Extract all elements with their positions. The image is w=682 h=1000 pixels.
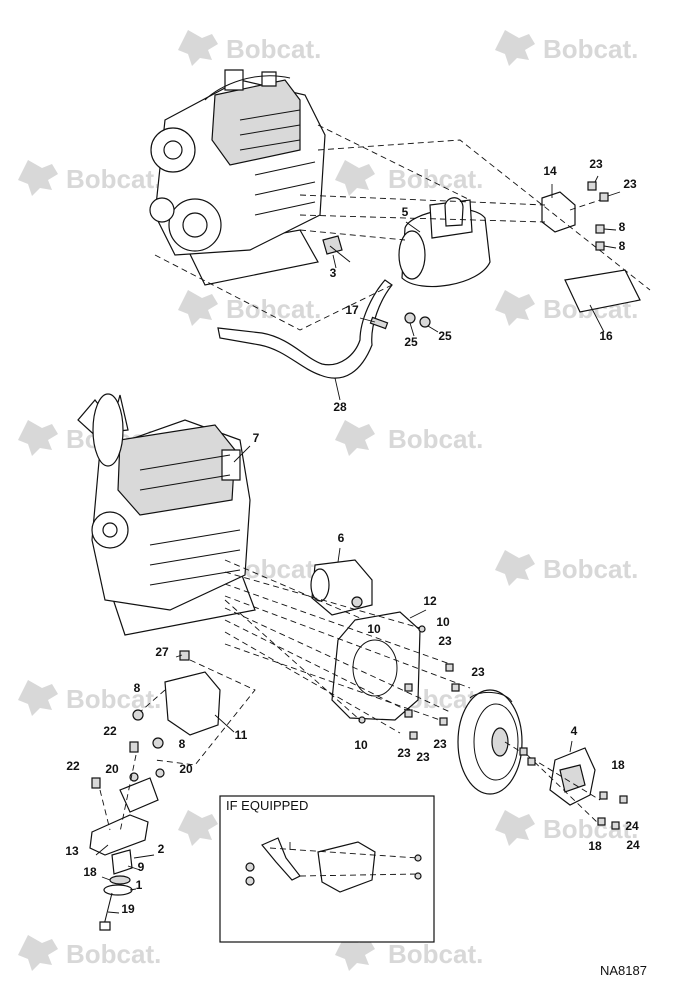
watermark-logo: Bobcat. [335, 935, 483, 971]
watermark-logo: Bobcat. [495, 810, 638, 846]
callout-c4: 4 [571, 724, 578, 738]
callout-c24b: 24 [626, 838, 640, 852]
callout-c23e: 23 [433, 737, 447, 751]
callout-c25a: 25 [404, 335, 418, 349]
callout-c10a: 10 [436, 615, 450, 629]
callout-c23g: 23 [416, 750, 430, 764]
callout-c22b: 22 [66, 759, 80, 773]
callout-c7: 7 [253, 431, 260, 445]
watermark-logo: Bobcat. [495, 550, 638, 586]
lower-engine [77, 393, 256, 636]
watermark-logo: Bobcat. [18, 935, 161, 971]
callout-c8a: 8 [619, 220, 626, 234]
callout-c1: 1 [136, 878, 143, 892]
watermark-text: Bobcat. [66, 684, 161, 714]
leader-lines [95, 175, 621, 914]
callout-c19: 19 [121, 902, 135, 916]
callout-c22a: 22 [103, 724, 117, 738]
callout-c2: 2 [158, 842, 165, 856]
callout-c18b: 18 [588, 839, 602, 853]
callout-c3: 3 [330, 266, 337, 280]
callout-c20a: 20 [105, 762, 119, 776]
callout-c16: 16 [599, 329, 613, 343]
watermark-text: Bobcat. [66, 164, 161, 194]
part-14-bracket [541, 191, 576, 233]
watermark-text: Bobcat. [226, 34, 321, 64]
callout-c23b: 23 [623, 177, 637, 191]
callout-c23a: 23 [589, 157, 603, 171]
callout-c24a: 24 [625, 819, 639, 833]
inset-title: IF EQUIPPED [226, 798, 308, 813]
watermark-text: Bobcat. [66, 939, 161, 969]
part-16-heat-shield [564, 269, 641, 313]
part-12-backplate [331, 611, 426, 724]
watermark-logo: Bobcat. [18, 680, 161, 716]
watermark-logo: Bobcat. [18, 160, 161, 196]
callout-c18a: 18 [611, 758, 625, 772]
callout-c23c: 23 [438, 634, 452, 648]
watermark-layer: Bobcat. Bobcat. Bobcat. Bobcat. Bobcat. … [18, 30, 638, 971]
callout-c10b: 10 [367, 622, 381, 636]
inset-if-equipped: IF EQUIPPED [219, 795, 435, 943]
watermark-logo: Bobcat. [335, 420, 483, 456]
watermark-logo: Bobcat. [178, 290, 321, 326]
watermark-text: Bobcat. [543, 554, 638, 584]
callout-c25b: 25 [438, 329, 452, 343]
callout-c6: 6 [338, 531, 345, 545]
drawing-code: NA8187 [600, 963, 647, 978]
lower-dashed-lines [224, 559, 601, 826]
flywheel-bolts [404, 663, 628, 830]
part-6-starter [310, 559, 373, 616]
callout-c20b: 20 [179, 762, 193, 776]
callout-c14: 14 [543, 164, 557, 178]
callout-c12: 12 [423, 594, 437, 608]
callout-c23d: 23 [471, 665, 485, 679]
part-4-coupler [549, 747, 596, 806]
callout-c17: 17 [345, 303, 359, 317]
engine-mount-assembly [89, 650, 256, 931]
callout-c8b: 8 [619, 239, 626, 253]
callout-labels: 1234567888891010101112131415161718181819… [65, 157, 640, 916]
callout-c13: 13 [65, 844, 79, 858]
watermark-text: Bobcat. [543, 814, 638, 844]
callout-c10c: 10 [354, 738, 368, 752]
watermark-logo: Bobcat. [178, 30, 321, 66]
watermark-logo: Bobcat. [495, 30, 638, 66]
callout-c27: 27 [155, 645, 169, 659]
watermark-text: Bobcat. [543, 34, 638, 64]
callout-c8d: 8 [179, 737, 186, 751]
part-5-muffler [398, 197, 491, 288]
callout-c8c: 8 [134, 681, 141, 695]
watermark-text: Bobcat. [226, 294, 321, 324]
callout-c18c: 18 [83, 865, 97, 879]
watermark-text: Bobcat. [388, 424, 483, 454]
watermark-logo: Bobcat. [335, 160, 483, 196]
callout-c9: 9 [138, 860, 145, 874]
flywheel [457, 689, 523, 795]
watermark-text: Bobcat. [388, 164, 483, 194]
part-28-tailpipe [217, 279, 393, 379]
callout-c28: 28 [333, 400, 347, 414]
top-dashed-lines [154, 124, 651, 331]
callout-c5: 5 [402, 205, 409, 219]
watermark-text: Bobcat. [388, 939, 483, 969]
top-engine [149, 69, 326, 286]
callout-c23f: 23 [397, 746, 411, 760]
callout-c11: 11 [235, 728, 248, 742]
part-3-sensor [322, 235, 351, 263]
